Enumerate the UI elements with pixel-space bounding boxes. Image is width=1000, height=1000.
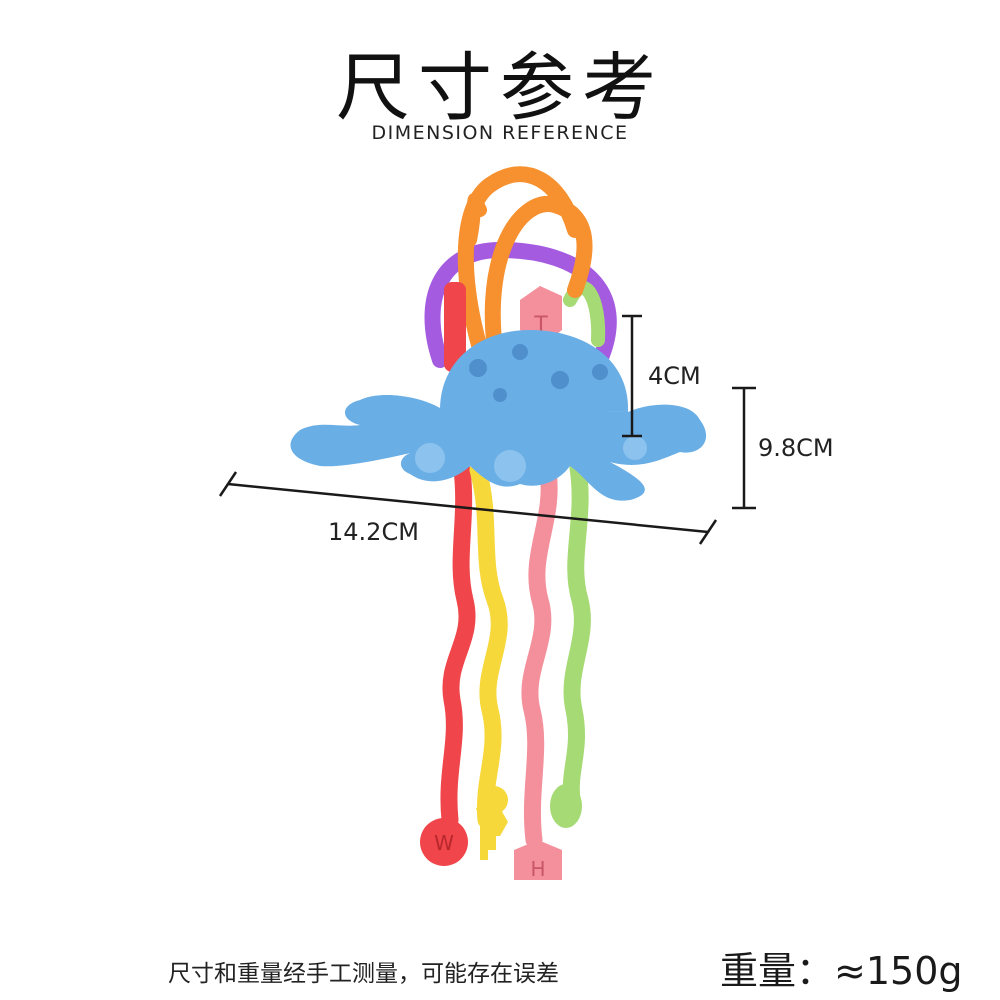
hanging-strings: [440, 459, 591, 849]
base-bumps: [415, 436, 647, 482]
page-title: 尺寸参考: [336, 45, 664, 131]
top-height-label: 4CM: [648, 362, 701, 390]
measurement-note: 尺寸和重量经手工测量，可能存在误差: [168, 961, 559, 987]
weight-label: 重量：≈150g: [720, 949, 963, 993]
width-dimension-line: [227, 482, 709, 534]
blue-base: [290, 394, 707, 501]
orange-arch-3: [463, 193, 487, 247]
string-charms: W H: [420, 784, 582, 881]
red-brush-charm: [444, 282, 466, 372]
blue-dome: [440, 330, 629, 412]
orange-arch-2: [484, 196, 593, 388]
green-charm: [550, 784, 582, 828]
red-string: [440, 461, 476, 829]
orange-arch-1: [457, 166, 583, 393]
dimension-lines: [218, 314, 756, 545]
svg-text:H: H: [530, 857, 545, 881]
dome-holes: [469, 344, 608, 402]
page-subtitle: DIMENSION REFERENCE: [371, 122, 629, 144]
green-string: [562, 459, 591, 809]
height-label: 9.8CM: [758, 434, 834, 462]
pink-charm-h: [514, 840, 562, 880]
red-charm-w: [420, 818, 468, 866]
yellow-string: [469, 461, 508, 829]
yellow-key-charm: [476, 808, 508, 860]
svg-text:W: W: [434, 831, 454, 855]
pink-string: [521, 463, 558, 849]
top-arches: [424, 166, 617, 393]
width-label: 14.2CM: [328, 518, 419, 546]
